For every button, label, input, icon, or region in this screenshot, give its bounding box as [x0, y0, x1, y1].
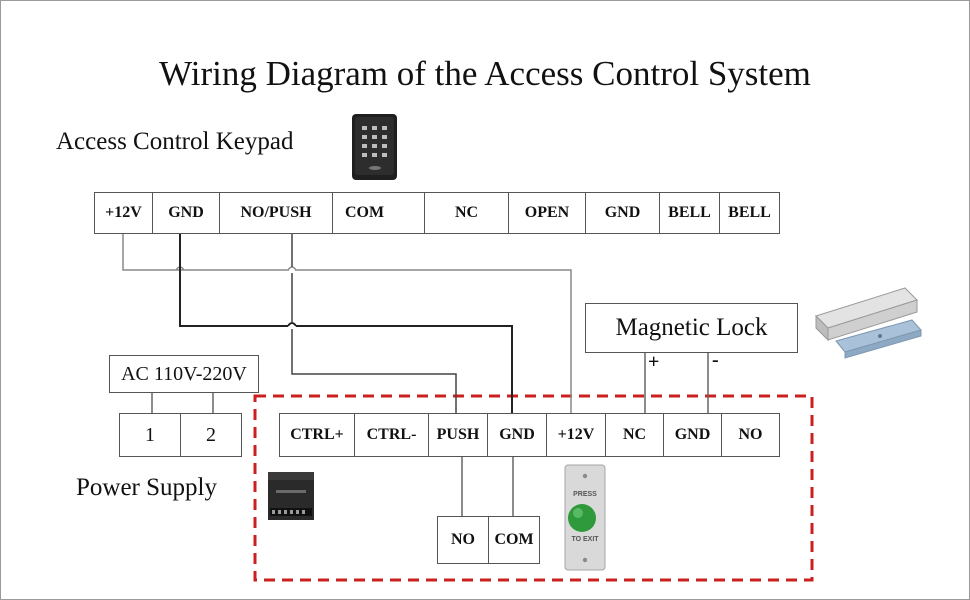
wire-hop-gnd-2	[287, 322, 297, 327]
magnetic-lock-device-icon	[815, 287, 922, 359]
wire-hop-push	[287, 266, 297, 271]
exit-terminal-no: NO	[437, 516, 489, 564]
keypad-terminal-com: COM	[332, 192, 425, 234]
keypad-terminal-gnd: GND	[152, 192, 220, 234]
psu-terminal-gnd-2: GND	[663, 413, 722, 457]
keypad-terminal-bell-2: BELL	[719, 192, 780, 234]
psu-terminal-push: PUSH	[428, 413, 488, 457]
power-supply-device-icon	[268, 472, 314, 520]
keypad-terminal-bell: BELL	[659, 192, 720, 234]
keypad-terminal-nc: NC	[424, 192, 509, 234]
magnetic-lock-plus-sign: +	[648, 351, 660, 373]
ac-terminal-2: 2	[180, 413, 242, 457]
keypad-terminal-open: OPEN	[508, 192, 586, 234]
magnetic-lock-label: Magnetic Lock	[585, 303, 798, 353]
psu-terminal-gnd: GND	[487, 413, 547, 457]
psu-terminal-nc: NC	[605, 413, 664, 457]
magnetic-lock-minus-sign: -	[712, 349, 719, 371]
keypad-device-icon	[352, 114, 397, 180]
ac-input-label: AC 110V-220V	[109, 355, 259, 393]
keypad-label: Access Control Keypad	[56, 128, 294, 155]
wire-keypad-push-to-psu-push	[291, 233, 457, 413]
diagram-title: Wiring Diagram of the Access Control Sys…	[159, 54, 811, 93]
exit-terminal-com: COM	[488, 516, 540, 564]
psu-terminal-12v: +12V	[546, 413, 606, 457]
exit-button-press-text: PRESS	[573, 491, 597, 498]
keypad-terminal-no-push: NO/PUSH	[219, 192, 333, 234]
power-supply-enclosure	[253, 394, 814, 582]
keypad-terminal-12v: +12V	[94, 192, 153, 234]
exit-button-device-icon	[564, 464, 606, 571]
power-supply-label: Power Supply	[76, 474, 217, 501]
exit-button-exit-text: TO EXIT	[571, 536, 599, 543]
ac-terminal-1: 1	[119, 413, 181, 457]
wire-keypad-gnd-to-psu-gnd	[179, 233, 513, 413]
psu-terminal-ctrl-plus: CTRL+	[279, 413, 355, 457]
psu-terminal-ctrl-minus: CTRL-	[354, 413, 429, 457]
keypad-terminal-gnd-2: GND	[585, 192, 660, 234]
psu-terminal-no: NO	[721, 413, 780, 457]
